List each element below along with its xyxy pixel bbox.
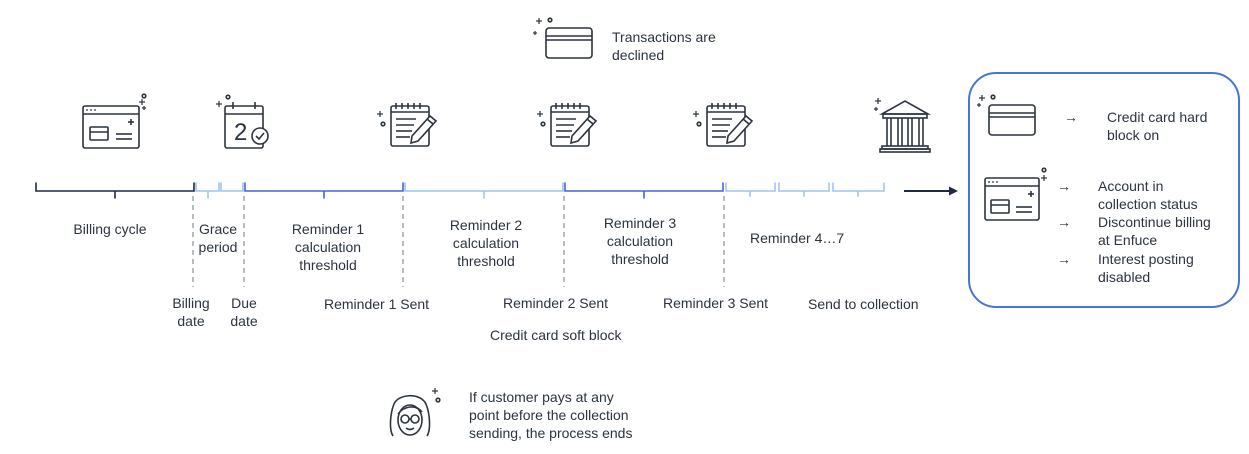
milestone-reminder-2-sent: Reminder 2 Sent xyxy=(503,295,609,311)
credit-card-soft-block-label: Credit card soft block xyxy=(490,327,622,343)
grace-period-bracket-2 xyxy=(220,182,244,192)
milestone-due-date: Due date xyxy=(230,295,258,329)
outcome-interest-posting: Interest posting disabled xyxy=(1098,251,1194,285)
reminder-2-bracket xyxy=(404,182,564,199)
outcome-collection-status: Account in collection status xyxy=(1098,178,1198,212)
collection-outcome-box xyxy=(968,72,1240,308)
notepad-pen-icon xyxy=(693,103,754,147)
svg-text:2: 2 xyxy=(234,119,247,146)
reminder-6-bracket xyxy=(832,182,885,197)
interest-posting-arrow: → xyxy=(1057,251,1071,267)
credit-card-icon xyxy=(533,17,593,59)
bank-building-icon xyxy=(874,98,932,153)
discontinue-billing-arrow: → xyxy=(1057,214,1071,230)
segment-reminder-1-threshold: Reminder 1 calculation threshold xyxy=(291,221,365,273)
billing-cycle-bracket xyxy=(35,182,195,199)
reminder-3-bracket xyxy=(564,182,724,199)
grace-period-bracket-1 xyxy=(195,182,220,199)
calendar-check-icon: 2 xyxy=(216,94,269,149)
invoice-window-icon xyxy=(984,167,1047,221)
milestone-reminder-3-sent: Reminder 3 Sent xyxy=(663,295,769,311)
reminder-1-bracket xyxy=(244,182,404,199)
segment-billing-cycle: Billing cycle xyxy=(73,221,147,237)
reminder-4-bracket xyxy=(725,182,776,197)
credit-card-icon xyxy=(977,94,1036,136)
notepad-pen-icon xyxy=(537,103,598,147)
invoice-window-icon xyxy=(82,93,147,149)
reminder-5-bracket xyxy=(778,182,830,197)
hard-block-arrow: → xyxy=(1064,109,1078,125)
segment-reminder-4-7: Reminder 4…7 xyxy=(750,230,845,246)
collection-status-arrow: → xyxy=(1057,178,1071,194)
segment-reminder-3-threshold: Reminder 3 calculation threshold xyxy=(603,215,677,267)
segment-grace-period: Grace period xyxy=(198,221,238,255)
to-outcome-arrow xyxy=(904,186,958,196)
milestone-send-to-collection: Send to collection xyxy=(808,296,919,312)
notepad-pen-icon xyxy=(377,103,438,147)
customer-avatar-icon xyxy=(389,388,441,437)
outcome-discontinue-billing: Discontinue billing at Enfuce xyxy=(1098,214,1211,248)
outcome-hard-block: Credit card hard block on xyxy=(1107,109,1208,143)
segment-reminder-2-threshold: Reminder 2 calculation threshold xyxy=(449,217,523,269)
customer-pays-note: If customer pays at any point before the… xyxy=(469,389,633,441)
milestone-reminder-1-sent: Reminder 1 Sent xyxy=(324,296,430,312)
transactions-declined-note: Transactions are declined xyxy=(612,29,716,63)
milestone-billing-date: Billing date xyxy=(172,295,210,329)
